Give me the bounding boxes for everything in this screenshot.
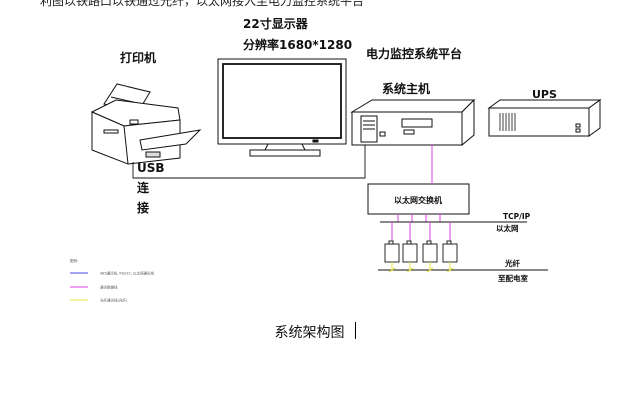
host-label: 系统主机 xyxy=(382,81,430,96)
converter-drop-lines xyxy=(391,222,451,241)
fiber-label: 光纤 xyxy=(504,258,520,268)
ups-label: UPS xyxy=(532,88,557,101)
printer-icon xyxy=(90,83,202,165)
ethernet-switch-icon xyxy=(367,183,470,215)
usb-connection-line xyxy=(132,145,366,179)
diagram-caption: 系统架构图 xyxy=(274,325,345,341)
platform-label: 电力监控系统平台 xyxy=(366,46,462,61)
legend-label-blue: 485通讯线, RS232, 以太网通讯线 xyxy=(100,271,154,276)
monitor-icon xyxy=(217,58,347,157)
monitor-label-line1: 22寸显示器 xyxy=(243,16,309,31)
switch-label: 以太网交换机 xyxy=(394,195,442,205)
connect-label-2: 接 xyxy=(137,200,149,215)
legend-label-magenta: 通讯数据线 xyxy=(100,285,118,290)
connect-label-1: 连 xyxy=(137,180,150,195)
printer-label: 打印机 xyxy=(120,50,156,65)
fiber-drop-lines xyxy=(391,262,451,270)
text-cursor xyxy=(355,322,356,339)
usb-label: USB xyxy=(137,161,165,175)
legend-label-yellow: 光纤通讯线(光纤) xyxy=(100,298,128,303)
fiber-converter-icons xyxy=(384,240,458,263)
ups-icon xyxy=(487,99,602,137)
tcpip-label: TCP/IP xyxy=(503,212,531,221)
system-host-icon xyxy=(350,98,476,147)
monitor-label-line2: 分辨率1680*1280 xyxy=(243,37,352,52)
ethernet-label: 以太网 xyxy=(496,223,519,233)
fiber-bus-markers xyxy=(388,267,454,273)
switch-drop-lines xyxy=(397,214,441,222)
to-room-label: 至配电室 xyxy=(498,273,528,283)
legend: 图例: 485通讯线, RS232, 以太网通讯线 通讯数据线 光纤通讯线(光纤… xyxy=(70,258,154,303)
legend-title: 图例: xyxy=(70,258,78,263)
top-text-fragment: 利图以铁路口以铁通过光纤，以太网接入至电力监控系统平台 xyxy=(40,0,365,8)
